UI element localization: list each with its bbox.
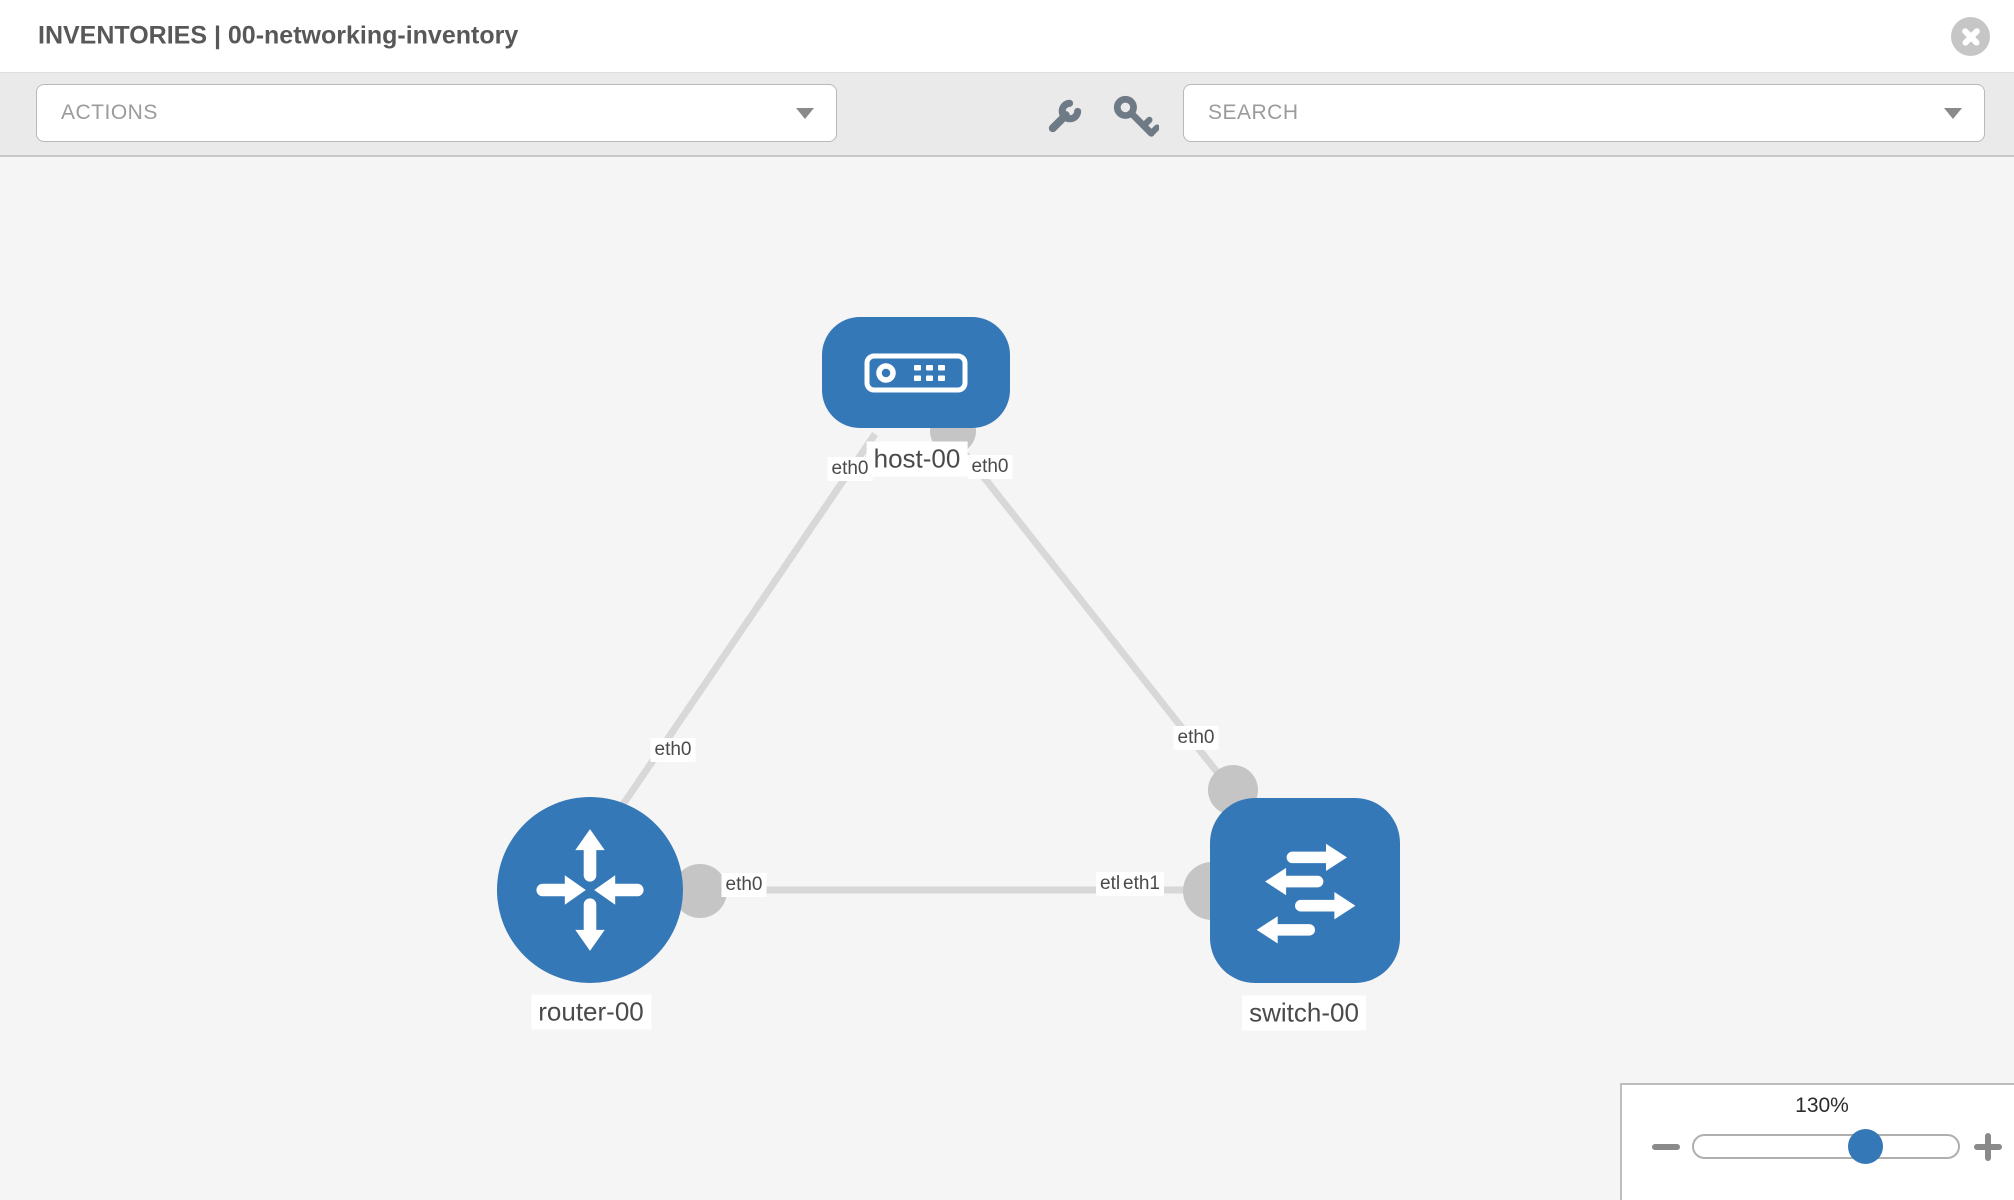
node-switch-00[interactable] bbox=[1210, 798, 1400, 983]
interface-label-switch-eth1: eth1 bbox=[1119, 872, 1164, 896]
interface-port-router bbox=[673, 864, 727, 918]
zoom-in-button[interactable] bbox=[1966, 1125, 2010, 1169]
chevron-down-icon bbox=[796, 108, 814, 119]
zoom-control-panel: 130% bbox=[1620, 1083, 2014, 1200]
interface-label-host-eth0-left: eth0 bbox=[827, 457, 873, 481]
zoom-out-button[interactable] bbox=[1644, 1131, 1688, 1163]
search-dropdown-label: SEARCH bbox=[1208, 101, 1299, 124]
toolbar: ACTIONS SEARCH bbox=[0, 73, 2014, 157]
header: INVENTORIES | 00-networking-inventory bbox=[0, 0, 2014, 73]
actions-dropdown-label: ACTIONS bbox=[61, 101, 158, 124]
actions-dropdown[interactable]: ACTIONS bbox=[36, 84, 837, 142]
close-icon bbox=[1971, 37, 2010, 76]
zoom-slider-knob[interactable] bbox=[1848, 1129, 1883, 1164]
links-layer bbox=[619, 408, 1258, 920]
close-button[interactable] bbox=[1951, 17, 1990, 56]
node-host-00[interactable] bbox=[822, 317, 1010, 428]
zoom-level-value: 130% bbox=[1795, 1094, 1849, 1117]
key-button[interactable] bbox=[1111, 93, 1161, 141]
node-label-switch: switch-00 bbox=[1242, 995, 1366, 1031]
wrench-button[interactable] bbox=[1042, 95, 1086, 139]
key-icon bbox=[1113, 95, 1161, 137]
search-dropdown[interactable]: SEARCH bbox=[1183, 84, 1985, 142]
page-title: INVENTORIES | 00-networking-inventory bbox=[38, 21, 519, 50]
server-icon bbox=[864, 353, 968, 392]
zoom-slider-track[interactable] bbox=[1692, 1134, 1960, 1159]
node-label-host: host-00 bbox=[866, 441, 968, 477]
minus-icon bbox=[1652, 1144, 1680, 1150]
interface-label-switch-eth0-top: eth0 bbox=[1173, 726, 1219, 750]
plus-icon bbox=[1985, 1133, 1991, 1161]
wrench-icon bbox=[1048, 99, 1082, 133]
switch-arrows-icon bbox=[1256, 843, 1356, 943]
chevron-down-icon bbox=[1944, 108, 1962, 119]
topology-canvas[interactable]: host-00 router-00 switch-00 eth0 eth0 et… bbox=[0, 157, 2014, 1200]
interface-label-router-eth0-top: eth0 bbox=[650, 738, 696, 762]
interface-label-router-eth0-side: eth0 bbox=[721, 873, 767, 897]
interface-label-host-eth0-right: eth0 bbox=[967, 455, 1013, 479]
router-arrows-icon bbox=[536, 829, 644, 951]
node-label-router: router-00 bbox=[531, 994, 651, 1030]
node-router-00[interactable] bbox=[497, 797, 683, 983]
